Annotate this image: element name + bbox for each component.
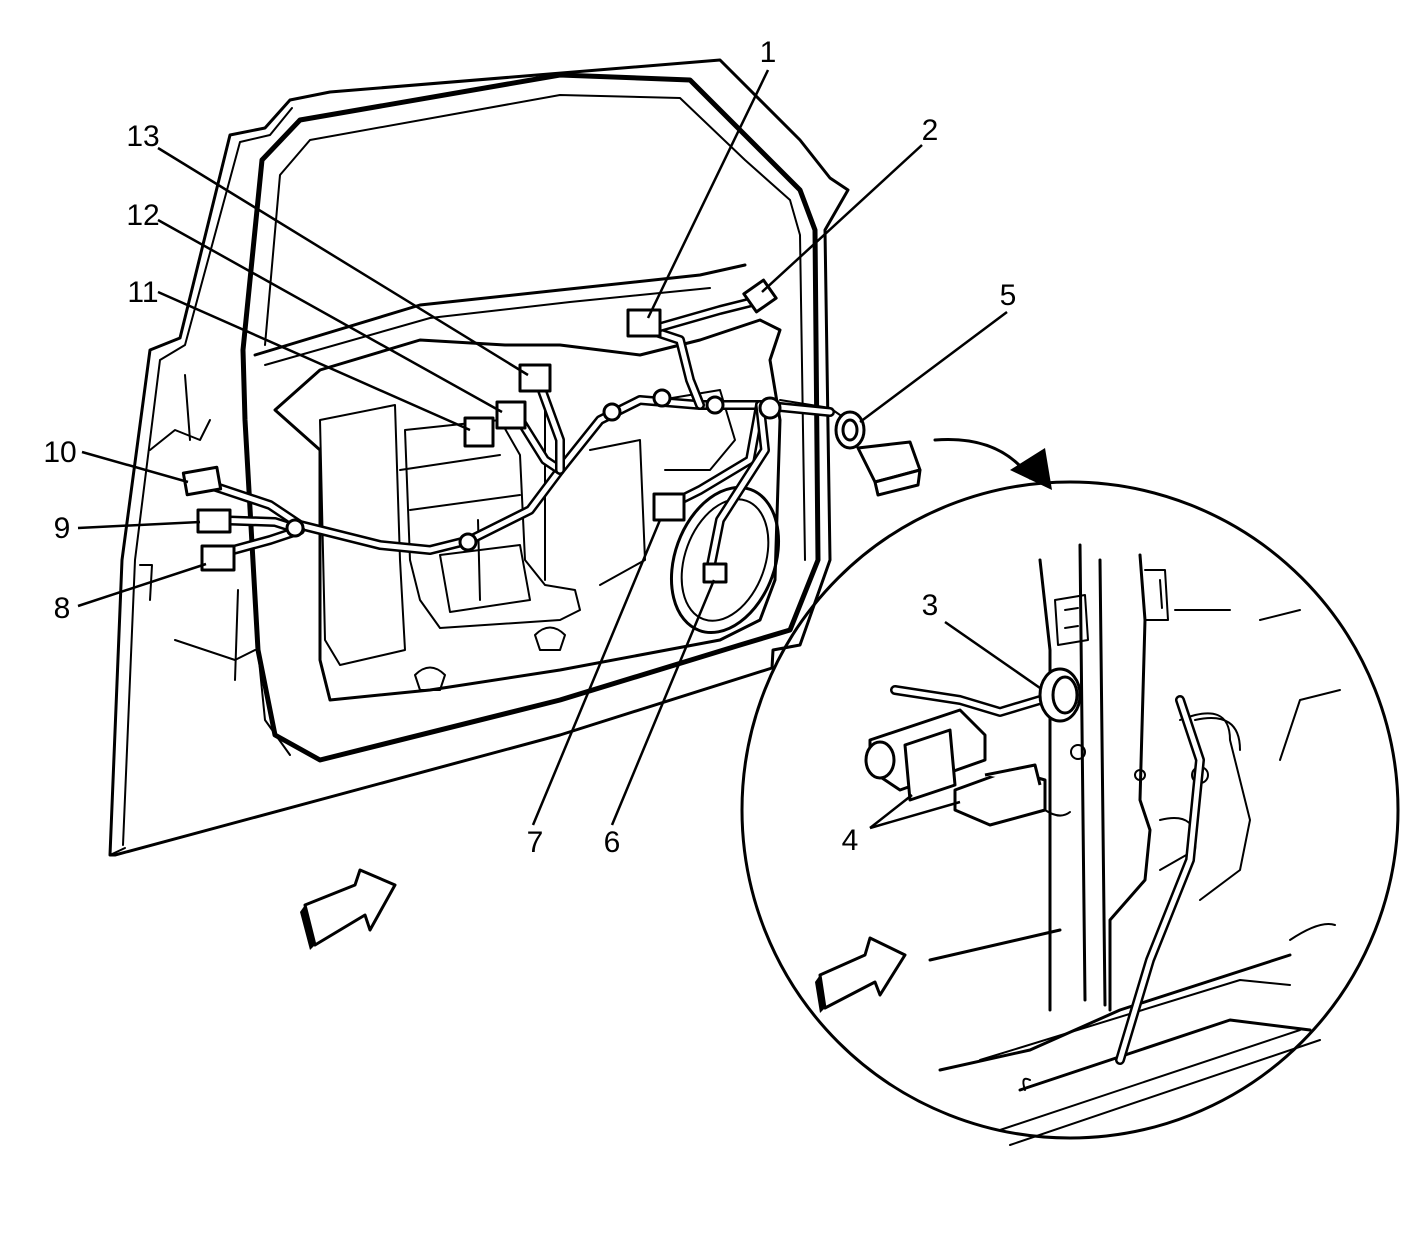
callout-5: 5: [1000, 279, 1017, 312]
detail-view: [740, 480, 1400, 1146]
connector-11: [463, 416, 495, 448]
door-assembly: [108, 58, 850, 857]
door-connectors: [181, 278, 922, 584]
connector-13: [518, 363, 552, 393]
callout-labels: 1 2 3 4 5 6 7 8 9 10 11 12 13: [43, 36, 1016, 859]
view-direction-arrow-main: [300, 868, 397, 950]
connector-9: [196, 508, 232, 534]
callout-8: 8: [54, 592, 71, 625]
callout-4: 4: [842, 824, 859, 857]
callout-1: 1: [760, 36, 777, 69]
connector-12: [495, 400, 527, 430]
connector-7: [652, 492, 686, 522]
callout-13: 13: [126, 120, 159, 153]
callout-11: 11: [127, 276, 158, 309]
callout-12: 12: [126, 199, 159, 232]
callout-2: 2: [922, 114, 939, 147]
connector-6: [702, 562, 728, 584]
callout-9: 9: [54, 512, 71, 545]
connector-10: [181, 465, 223, 497]
callout-10: 10: [43, 436, 76, 469]
connector-8: [200, 544, 236, 572]
callout-6: 6: [604, 826, 621, 859]
leader-lines: [77, 69, 1041, 830]
view-direction-arrow-detail: [815, 936, 907, 1013]
callout-3: 3: [922, 589, 939, 622]
connector-1: [626, 308, 662, 338]
curved-detail-arrow: [933, 437, 1052, 490]
callout-7: 7: [527, 826, 544, 859]
